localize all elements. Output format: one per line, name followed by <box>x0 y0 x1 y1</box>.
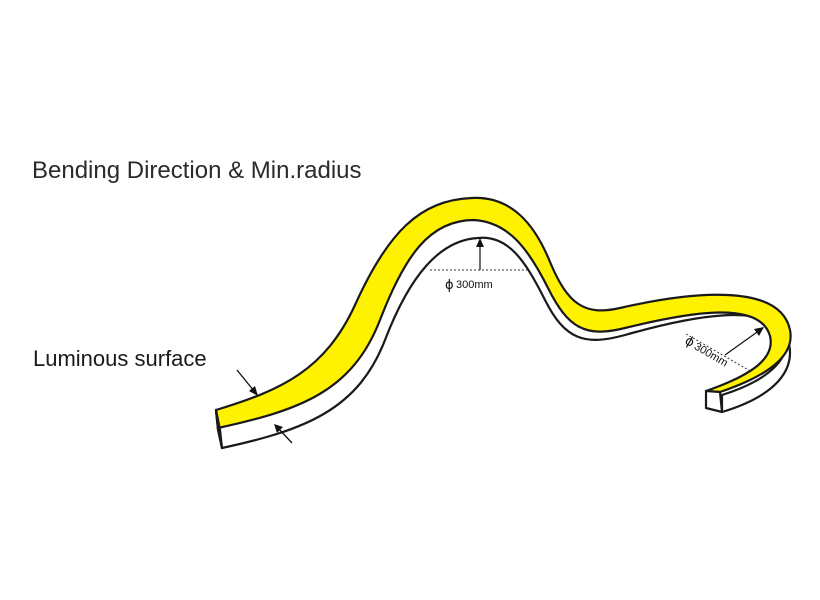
radius-dimension-top: ϕ 300mm <box>430 238 528 293</box>
strip-side-body <box>216 208 791 450</box>
radius-value-top: 300mm <box>456 279 493 291</box>
right-end-face <box>704 389 724 414</box>
surface-callout: Luminous surface <box>33 346 293 444</box>
radius-symbol-top: ϕ <box>445 278 454 293</box>
thickness-arrow <box>277 427 293 444</box>
surface-pointer-arrow <box>236 369 255 392</box>
surface-label: Luminous surface <box>33 346 207 371</box>
surface-pointer-arrowhead <box>249 386 258 396</box>
thickness-arrowhead <box>274 424 283 433</box>
left-end-face <box>214 408 224 450</box>
led-strip <box>214 196 792 450</box>
diagram-title: Bending Direction & Min.radius <box>32 157 362 184</box>
dim-baseline-right <box>685 333 753 373</box>
dim-arrow-right <box>724 329 761 356</box>
radius-value-right: 300mm <box>692 341 730 370</box>
dim-arrowhead-top <box>476 238 484 247</box>
radius-dimension-right: ϕ 300mm <box>682 327 764 373</box>
dim-arrowhead-right <box>754 327 764 336</box>
